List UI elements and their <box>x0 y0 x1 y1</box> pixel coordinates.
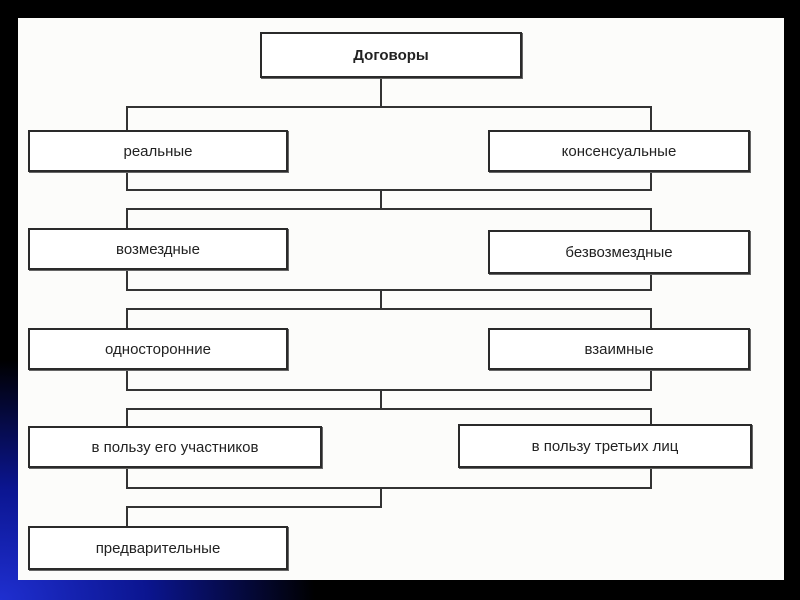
connector <box>126 308 652 310</box>
node-mutual: взаимные <box>488 328 750 370</box>
node-preliminary: предварительные <box>28 526 288 570</box>
connector <box>126 408 652 410</box>
node-unilateral: односторонние <box>28 328 288 370</box>
node-label: возмездные <box>116 240 200 258</box>
connector <box>650 466 652 488</box>
connector <box>126 208 652 210</box>
connector <box>650 368 652 390</box>
node-participants: в пользу его участников <box>28 426 322 468</box>
connector <box>126 308 128 330</box>
node-label: односторонние <box>105 340 211 358</box>
connector <box>650 170 652 190</box>
connector <box>650 408 652 426</box>
node-label: в пользу его участников <box>91 438 259 456</box>
node-third-parties: в пользу третьих лиц <box>458 424 752 468</box>
connector <box>380 76 382 106</box>
node-paid: возмездные <box>28 228 288 270</box>
connector <box>380 389 382 409</box>
root-node-label: Договоры <box>353 46 429 64</box>
connector <box>650 272 652 290</box>
connector <box>126 289 652 291</box>
connector <box>380 189 382 209</box>
connector <box>126 466 128 488</box>
root-node-contracts: Договоры <box>260 32 522 78</box>
connector <box>126 106 652 108</box>
connector <box>380 487 382 507</box>
connector <box>126 170 128 190</box>
node-label: консенсуальные <box>561 142 677 160</box>
connector <box>126 268 128 290</box>
diagram-sheet: Договоры реальные консенсуальные возмезд… <box>18 18 784 580</box>
connector <box>126 389 652 391</box>
connector <box>126 368 128 390</box>
connector <box>126 106 128 132</box>
connector <box>126 506 382 508</box>
node-label: предварительные <box>95 539 221 557</box>
node-label: в пользу третьих лиц <box>531 437 679 455</box>
connector <box>650 106 652 132</box>
connector <box>126 487 652 489</box>
node-label: взаимные <box>584 340 654 358</box>
connector <box>380 289 382 309</box>
node-real: реальные <box>28 130 288 172</box>
node-consensual: консенсуальные <box>488 130 750 172</box>
node-label: безвозмездные <box>565 243 673 261</box>
node-gratuitous: безвозмездные <box>488 230 750 274</box>
connector <box>126 408 128 428</box>
connector <box>126 208 128 230</box>
connector <box>126 189 652 191</box>
connector <box>126 506 128 526</box>
connector <box>650 308 652 330</box>
node-label: реальные <box>123 142 193 160</box>
connector <box>650 208 652 230</box>
